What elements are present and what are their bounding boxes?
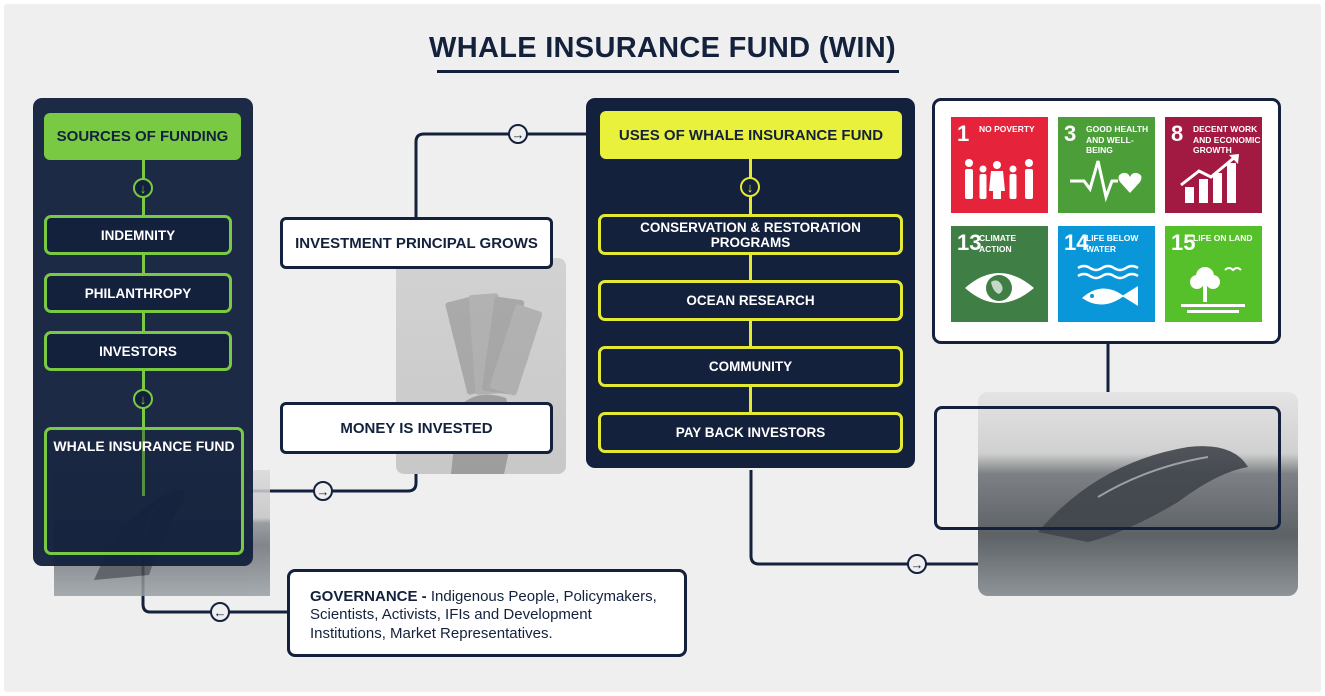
use-item-conservation: CONSERVATION & RESTORATION PROGRAMS — [598, 214, 903, 255]
eye-globe-icon — [965, 273, 1034, 303]
money-is-invested-box: MONEY IS INVESTED — [280, 402, 553, 454]
arrow-down-icon: ↓ — [133, 389, 153, 409]
arrow-left-icon: ← — [210, 602, 230, 622]
tree-icon — [1181, 267, 1245, 313]
sdg-tile-13: 13 CLIMATE ACTION — [951, 226, 1048, 322]
connector-governance-to-sources — [141, 556, 287, 614]
sdg-tile-8: 8 DECENT WORK AND ECONOMIC GROWTH — [1165, 117, 1262, 213]
diagram-canvas: WHALE INSURANCE FUND (WIN) SOURCES OF FU… — [4, 4, 1321, 692]
governance-box: GOVERNANCE - Indigenous People, Policyma… — [287, 569, 687, 657]
sdg-tile-14: 14 LIFE BELOW WATER — [1058, 226, 1155, 322]
sources-spine — [142, 160, 145, 496]
sdg-tile-1: 1 NO POVERTY — [951, 117, 1048, 213]
connector-fund-to-invested — [244, 460, 418, 493]
heartbeat-icon — [1070, 160, 1142, 203]
arrow-right-icon: → — [907, 554, 927, 574]
title-underline — [437, 70, 899, 73]
source-item-indemnity: INDEMNITY — [44, 215, 232, 255]
use-item-ocean-research: OCEAN RESEARCH — [598, 280, 903, 321]
investment-principal-grows-box: INVESTMENT PRINCIPAL GROWS — [280, 217, 553, 269]
connector-grows-to-uses — [414, 132, 589, 218]
use-item-community: COMMUNITY — [598, 346, 903, 387]
source-item-philanthropy: PHILANTHROPY — [44, 273, 232, 313]
source-item-investors: INVESTORS — [44, 331, 232, 371]
arrow-right-icon: → — [313, 481, 333, 501]
whale-insurance-fund-box: WHALE INSURANCE FUND — [44, 427, 244, 555]
fund-label: WHALE INSURANCE FUND — [53, 438, 235, 454]
growth-chart-icon — [1180, 154, 1239, 203]
arrow-down-icon: ↓ — [740, 177, 760, 197]
sdg-tile-3: 3 GOOD HEALTH AND WELL-BEING — [1058, 117, 1155, 213]
use-item-pay-back-investors: PAY BACK INVESTORS — [598, 412, 903, 453]
fish-icon — [1077, 264, 1139, 306]
diagram-title: WHALE INSURANCE FUND (WIN) — [429, 32, 896, 64]
whale-breach-photo-right — [978, 392, 1298, 596]
sdg-tile-15: 15 LIFE ON LAND — [1165, 226, 1262, 322]
arrow-down-icon: ↓ — [133, 178, 153, 198]
governance-text: Indigenous People, Policymakers, Scienti… — [310, 588, 657, 642]
governance-label: GOVERNANCE - — [310, 588, 427, 605]
sources-header: SOURCES OF FUNDING — [44, 113, 241, 160]
whale-frame — [934, 406, 1281, 530]
arrow-right-icon: → — [508, 124, 528, 144]
family-icon — [965, 159, 1033, 199]
uses-header: USES OF WHALE INSURANCE FUND — [600, 111, 902, 159]
